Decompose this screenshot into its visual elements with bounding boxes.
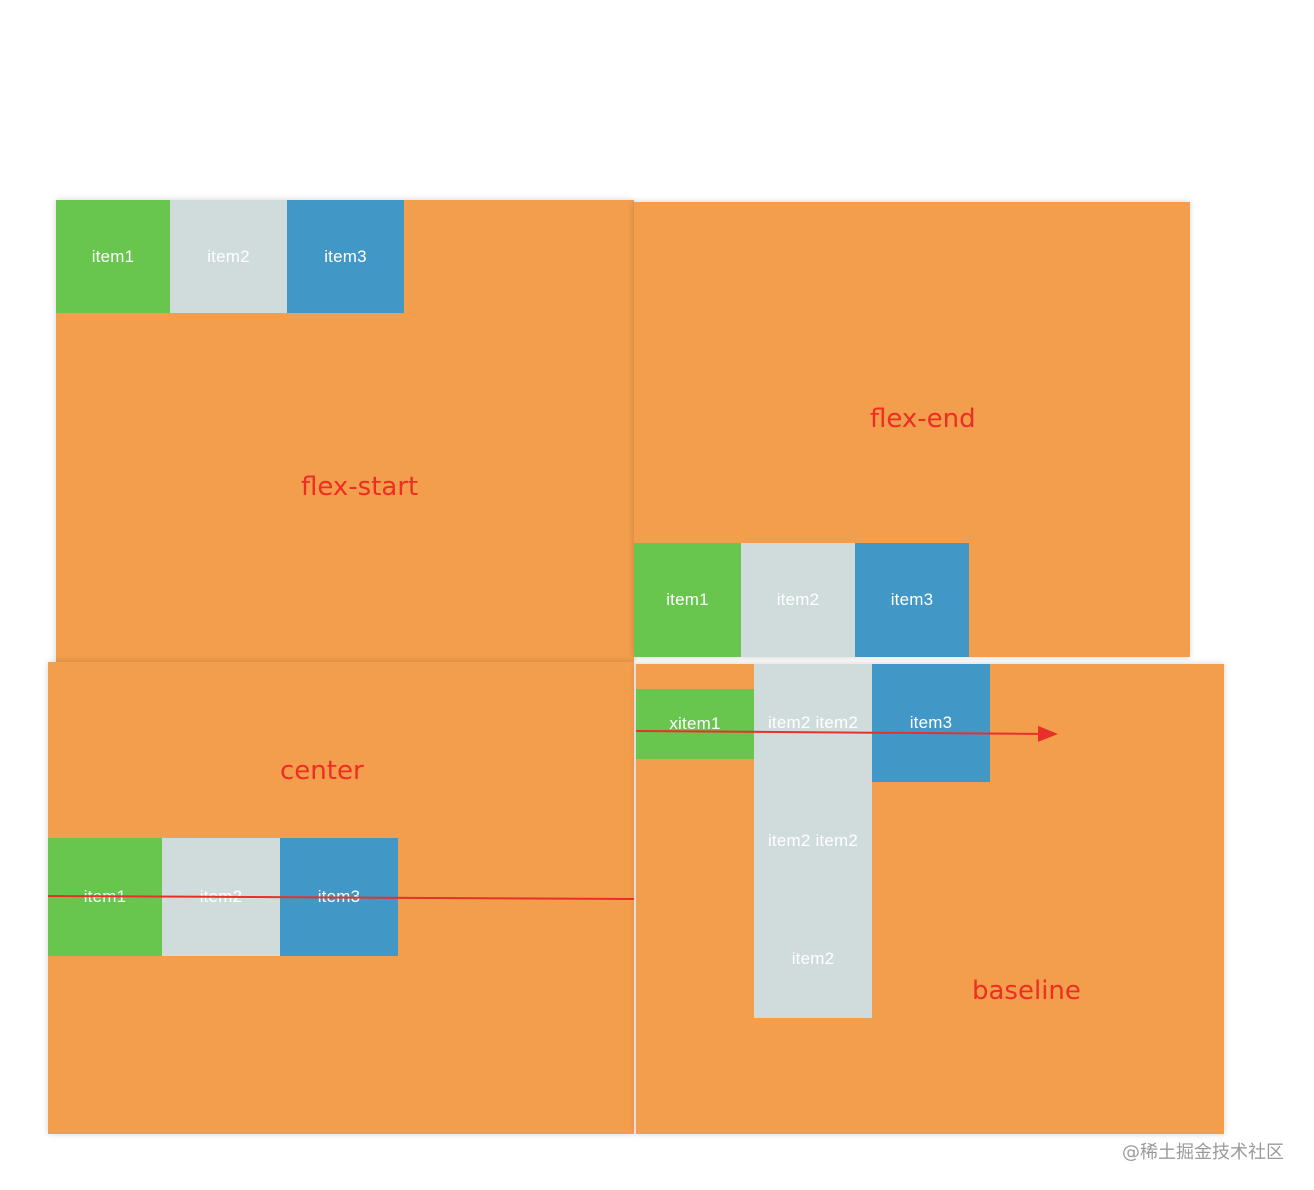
- center-item1: item1: [48, 838, 162, 956]
- flex-end-item1: item1: [634, 543, 741, 657]
- flex-end-item3: item3: [855, 543, 969, 657]
- center-container: center item1 item2 item3: [48, 662, 634, 1134]
- center-item2: item2: [162, 838, 280, 956]
- flex-start-item3: item3: [287, 200, 404, 313]
- center-label: center: [280, 756, 364, 786]
- flex-end-container: flex-end item1 item2 item3: [634, 202, 1190, 657]
- baseline-label: baseline: [972, 976, 1081, 1006]
- flex-start-container: item1 item2 item3 flex-start: [56, 200, 634, 662]
- baseline-item3: item3: [872, 664, 990, 782]
- baseline-container: xitem1 item2 item2 item2 item2 item2 ite…: [636, 664, 1224, 1134]
- baseline-item2: item2 item2 item2 item2 item2: [754, 664, 872, 1018]
- flex-end-label: flex-end: [870, 404, 976, 434]
- center-item3: item3: [280, 838, 398, 956]
- baseline-item1: xitem1: [636, 689, 754, 759]
- baseline-item2-line2: item2 item2: [767, 831, 859, 850]
- watermark: @稀土掘金技术社区: [1122, 1142, 1284, 1163]
- baseline-item2-line3: item2: [791, 949, 835, 968]
- flex-end-item2: item2: [741, 543, 855, 657]
- flex-start-item1: item1: [56, 200, 170, 313]
- flex-start-item2: item2: [170, 200, 287, 313]
- baseline-item2-line1: item2 item2: [767, 713, 859, 732]
- flex-start-label: flex-start: [301, 472, 419, 502]
